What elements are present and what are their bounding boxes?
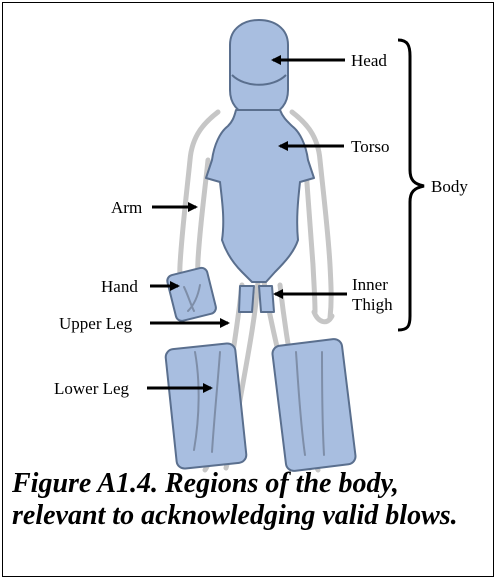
figure-caption: Figure A1.4. Regions of the body, releva…	[12, 468, 488, 532]
label-head: Head	[351, 51, 387, 70]
label-thigh: Thigh	[352, 295, 393, 314]
head-region	[230, 20, 288, 115]
inner-thigh-right	[259, 286, 274, 312]
label-lower-leg: Lower Leg	[54, 379, 130, 398]
label-upper-leg: Upper Leg	[59, 314, 133, 333]
inner-thigh-left	[239, 286, 254, 312]
torso-region	[206, 110, 314, 282]
label-arm: Arm	[111, 198, 142, 217]
label-inner: Inner	[352, 275, 388, 294]
label-torso: Torso	[351, 137, 389, 156]
label-hand: Hand	[101, 277, 138, 296]
body-brace	[398, 40, 424, 330]
hand-region	[166, 267, 217, 323]
label-body: Body	[431, 177, 468, 196]
lower-leg-right	[272, 338, 357, 472]
lower-leg-left	[165, 343, 247, 470]
